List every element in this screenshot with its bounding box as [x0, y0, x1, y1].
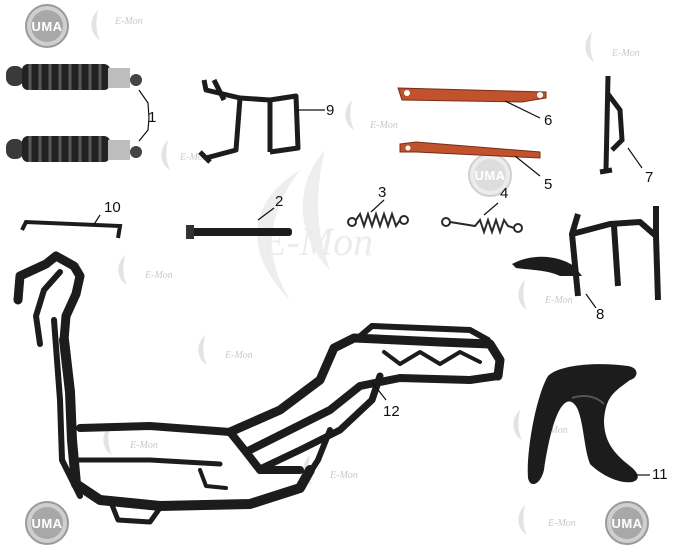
leader-line	[92, 214, 101, 227]
watermark-text: E-Mon	[225, 350, 253, 361]
shock-absorber-icon	[6, 136, 142, 162]
leader-line	[257, 207, 275, 221]
uma-logo: UMA	[467, 152, 513, 198]
axle-bolt-icon	[186, 225, 292, 239]
watermark-text-large: E-Mon	[262, 219, 374, 264]
logo-text: UMA	[474, 168, 506, 183]
callout-5: 5	[544, 176, 553, 193]
callout-3: 3	[378, 184, 387, 201]
leader-line	[138, 89, 150, 142]
uma-logo: UMA	[604, 500, 650, 546]
logo-text: UMA	[611, 516, 643, 531]
stand-bracket-icon	[198, 78, 301, 164]
leader-line	[483, 202, 499, 216]
spring-icon	[441, 216, 523, 236]
logo-text: UMA	[31, 19, 63, 34]
small-bracket-icon	[20, 219, 123, 239]
callout-10: 10	[104, 199, 121, 216]
watermark-text: E-Mon	[548, 518, 576, 529]
uma-logo: UMA	[24, 3, 70, 49]
watermark-text: E-Mon	[145, 270, 173, 281]
logo-text: UMA	[31, 516, 63, 531]
callout-1: 1	[148, 109, 157, 126]
leader-line	[504, 100, 541, 119]
side-stand-icon	[599, 75, 625, 175]
spring-icon	[347, 210, 409, 230]
callout-2: 2	[275, 193, 284, 210]
rear-carrier-icon	[527, 364, 638, 485]
leader-line	[585, 293, 597, 309]
watermark-leaf-icon	[257, 170, 300, 300]
watermark-leaf-icon	[302, 150, 330, 270]
callout-6: 6	[544, 112, 553, 129]
watermark-text: E-Mon	[540, 425, 568, 436]
leader-line	[627, 147, 643, 169]
center-stand-icon	[512, 206, 661, 301]
long-bracket-icon	[397, 87, 547, 103]
leader-line	[371, 381, 387, 401]
callout-7: 7	[645, 169, 654, 186]
watermark-text: E-Mon	[115, 16, 143, 27]
watermark-text: E-Mon	[330, 470, 358, 481]
callout-4: 4	[500, 185, 509, 202]
callout-12: 12	[383, 403, 400, 420]
callout-8: 8	[596, 306, 605, 323]
leader-line	[370, 199, 385, 213]
uma-logo: UMA	[24, 500, 70, 546]
leader-line	[514, 155, 541, 177]
main-frame-icon	[13, 251, 505, 525]
callout-11: 11	[652, 466, 668, 483]
watermark-text: E-Mon	[545, 295, 573, 306]
watermark-text: E-Mon	[370, 120, 398, 131]
callout-9: 9	[326, 102, 335, 119]
watermark-text: E-Mon	[612, 48, 640, 59]
watermark-text: E-Mon	[180, 152, 208, 163]
short-bracket-icon	[399, 141, 541, 159]
shock-absorber-icon	[6, 64, 142, 90]
watermark-text: E-Mon	[130, 440, 158, 451]
